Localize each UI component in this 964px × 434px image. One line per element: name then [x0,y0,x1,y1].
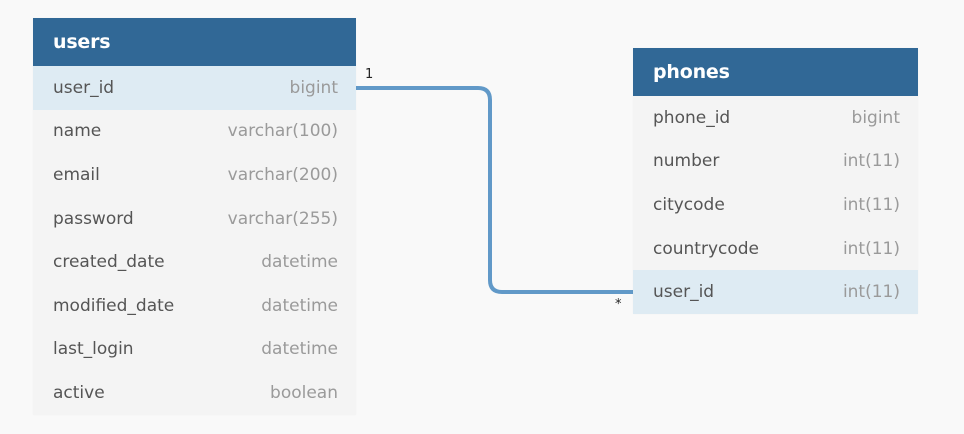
column-name: user_id [53,77,115,98]
column-type: boolean [270,382,338,403]
column-type: int(11) [842,238,900,259]
column-name: password [53,208,134,229]
column-name: name [53,121,102,142]
phones-column-phone-id[interactable]: phone_id bigint [633,96,918,140]
column-type: int(11) [842,151,900,172]
column-name: phone_id [653,107,731,128]
phones-table-header[interactable]: phones [633,48,918,96]
column-name: countrycode [653,238,760,259]
users-table[interactable]: users user_id bigint name varchar(100) e… [33,18,356,415]
column-type: datetime [261,252,338,273]
column-type: varchar(200) [227,164,338,185]
phones-column-countrycode[interactable]: countrycode int(11) [633,227,918,271]
column-name: active [53,382,105,403]
users-column-created-date[interactable]: created_date datetime [33,240,356,284]
column-name: modified_date [53,295,175,316]
phones-column-citycode[interactable]: citycode int(11) [633,183,918,227]
users-column-password[interactable]: password varchar(255) [33,197,356,241]
column-name: created_date [53,252,165,273]
column-type: int(11) [842,282,900,303]
users-column-active[interactable]: active boolean [33,371,356,415]
cardinality-many-label: * [615,297,622,312]
column-type: varchar(255) [227,208,338,229]
users-column-modified-date[interactable]: modified_date datetime [33,284,356,328]
users-column-name[interactable]: name varchar(100) [33,110,356,154]
phones-column-number[interactable]: number int(11) [633,140,918,184]
column-type: bigint [851,107,900,128]
column-name: number [653,151,720,172]
phones-table[interactable]: phones phone_id bigint number int(11) ci… [633,48,918,314]
users-column-email[interactable]: email varchar(200) [33,153,356,197]
users-column-last-login[interactable]: last_login datetime [33,328,356,372]
column-name: last_login [53,339,134,360]
column-name: user_id [653,282,715,303]
column-type: datetime [261,339,338,360]
phones-column-user-id[interactable]: user_id int(11) [633,270,918,314]
users-column-user-id[interactable]: user_id bigint [33,66,356,110]
users-table-header[interactable]: users [33,18,356,66]
connector-path [356,86,633,294]
cardinality-one-label: 1 [365,67,374,82]
column-type: datetime [261,295,338,316]
column-name: citycode [653,194,725,215]
column-name: email [53,164,100,185]
column-type: bigint [289,77,338,98]
column-type: int(11) [842,194,900,215]
column-type: varchar(100) [227,121,338,142]
